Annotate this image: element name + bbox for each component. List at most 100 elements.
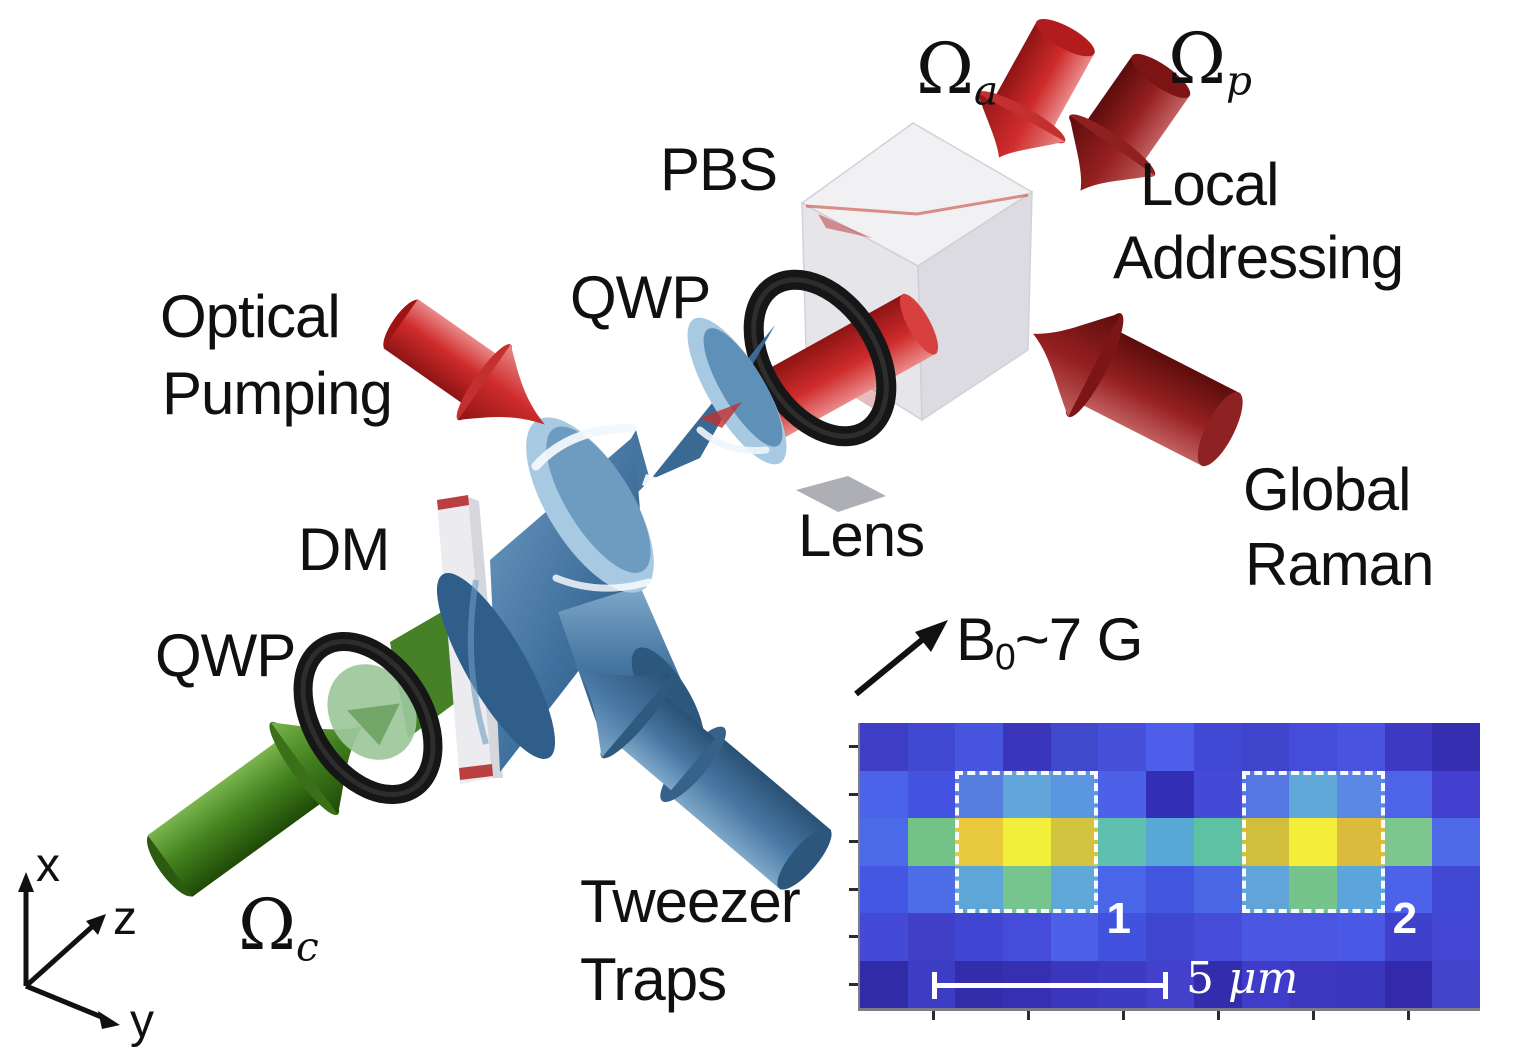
inset-left-tick-4 bbox=[849, 887, 858, 891]
heatmap-cell-r1-c2 bbox=[907, 723, 956, 771]
heatmap-cell-r3-c12 bbox=[1384, 818, 1433, 866]
heatmap-cell-r4-c7 bbox=[1146, 865, 1194, 913]
heatmap-cell-r5-c12 bbox=[1384, 913, 1433, 961]
heatmap-cell-r3-c3 bbox=[955, 818, 1004, 866]
dm-label: DM bbox=[298, 516, 390, 583]
inset-overlay: 5 μm 1 2 bbox=[849, 723, 1480, 1020]
heatmap-cell-r6-c1 bbox=[860, 960, 908, 1008]
inset-left-tick-6 bbox=[849, 982, 858, 986]
qwp-bottom-label: QWP bbox=[155, 622, 296, 689]
heatmap-cell-r1-c7 bbox=[1146, 723, 1194, 771]
tweezer-traps-label-line1: Tweezer bbox=[580, 868, 801, 935]
local-addressing-label-line2: Addressing bbox=[1113, 224, 1404, 291]
trap-region-box-1 bbox=[955, 770, 1099, 913]
heatmap-cell-r5-c1 bbox=[860, 913, 908, 961]
trap-region-label-2: 2 bbox=[1392, 894, 1418, 943]
heatmap-cell-r1-c13 bbox=[1432, 723, 1480, 771]
main-lens-highlight bbox=[531, 423, 637, 471]
trap-region-box-2 bbox=[1241, 770, 1385, 913]
heatmap-cell-r6-c12 bbox=[1384, 960, 1433, 1008]
inset-bottom-tick-4 bbox=[1217, 1011, 1220, 1020]
heatmap-cell-r2-c11 bbox=[1336, 770, 1385, 818]
heatmap-cell-r4-c2 bbox=[907, 865, 956, 913]
heatmap-cell-r4-c6 bbox=[1098, 865, 1147, 913]
heatmap-cell-r5-c5 bbox=[1050, 913, 1099, 961]
global-raman-label-line1: Global bbox=[1243, 456, 1411, 523]
fluorescence-inset: 5 μm 1 2 bbox=[849, 723, 1480, 1020]
heatmap-cell-r3-c2 bbox=[907, 818, 956, 866]
heatmap-cell-r5-c13 bbox=[1432, 913, 1480, 961]
heatmap-cell-r1-c6 bbox=[1098, 723, 1147, 771]
heatmap-cell-r2-c9 bbox=[1241, 770, 1290, 818]
heatmap-cell-r1-c10 bbox=[1289, 723, 1337, 771]
heatmap-cell-r4-c9 bbox=[1241, 865, 1290, 913]
heatmap-cell-r3-c4 bbox=[1003, 818, 1051, 866]
heatmap-cell-r4-c13 bbox=[1432, 865, 1480, 913]
tweezer-traps-label-line2: Traps bbox=[580, 946, 727, 1013]
heatmap-cell-r3-c8 bbox=[1193, 818, 1242, 866]
heatmap-cell-r1-c9 bbox=[1241, 723, 1290, 771]
omega-a-label: Ωa bbox=[916, 28, 999, 115]
waveplate-glass bbox=[327, 664, 417, 760]
heatmap-cell-r4-c8 bbox=[1193, 865, 1242, 913]
heatmap-cell-r4-c3 bbox=[955, 865, 1004, 913]
heatmap-cell-r4-c1 bbox=[860, 865, 908, 913]
heatmap-cell-r1-c4 bbox=[1003, 723, 1051, 771]
heatmap-cell-r2-c1 bbox=[860, 770, 908, 818]
trap-region-label-1: 1 bbox=[1106, 894, 1131, 943]
inset-bottom-tick-3 bbox=[1122, 1011, 1125, 1020]
heatmap-cell-r5-c6 bbox=[1098, 913, 1147, 961]
relay-lens-highlight bbox=[696, 426, 770, 455]
omega-p-beam-arrow bbox=[1069, 53, 1191, 191]
heatmap-cell-r3-c13 bbox=[1432, 818, 1480, 866]
b-field-label: B0~7 G bbox=[956, 606, 1143, 678]
mount-sliver bbox=[796, 476, 886, 512]
heatmap-cell-r1-c11 bbox=[1336, 723, 1385, 771]
heatmap-cell-r5-c10 bbox=[1289, 913, 1337, 961]
optical-pumping-beam-arrow bbox=[383, 299, 545, 425]
heatmap-cell-r2-c7 bbox=[1146, 770, 1194, 818]
heatmap-cell-r5-c3 bbox=[955, 913, 1004, 961]
heatmap-cell-r6-c13 bbox=[1432, 960, 1480, 1008]
heatmap-cell-r4-c5 bbox=[1050, 865, 1099, 913]
inset-left-tick-5 bbox=[849, 935, 858, 939]
heatmap-cell-r2-c5 bbox=[1050, 770, 1099, 818]
axis-z-label: z bbox=[113, 892, 137, 945]
qwp-ring-bottom bbox=[293, 631, 443, 805]
heatmap-cell-r5-c2 bbox=[907, 913, 956, 961]
global-raman-label-line2: Raman bbox=[1245, 531, 1434, 598]
heatmap-cell-r3-c7 bbox=[1146, 818, 1194, 866]
inset-left-tick-3 bbox=[849, 840, 858, 844]
omega-a-beam-arrow bbox=[977, 18, 1095, 158]
heatmap-cell-r2-c13 bbox=[1432, 770, 1480, 818]
heatmap-cell-r5-c8 bbox=[1193, 913, 1242, 961]
heatmap-cell-r1-c12 bbox=[1384, 723, 1433, 771]
heatmap-cell-r1-c8 bbox=[1193, 723, 1242, 771]
heatmap-cell-r5-c9 bbox=[1241, 913, 1290, 961]
inset-bottom-tick-2 bbox=[1027, 1011, 1030, 1020]
scale-bar bbox=[932, 972, 1168, 999]
pbs-cube bbox=[800, 122, 1034, 422]
heatmap-cell-r4-c4 bbox=[1003, 865, 1051, 913]
relay-lens bbox=[687, 317, 787, 465]
main-lens-highlight-2 bbox=[552, 574, 653, 592]
omega-p-label: Ωp bbox=[1168, 18, 1253, 105]
heatmap-cell-r6-c11 bbox=[1336, 960, 1385, 1008]
coordinate-axes bbox=[18, 872, 120, 1029]
inset-left-tick-2 bbox=[849, 792, 858, 796]
qwp-ring-top bbox=[743, 269, 897, 447]
optical-pumping-label-line1: Optical bbox=[160, 283, 341, 350]
inset-bottom-tick-5 bbox=[1312, 1011, 1315, 1020]
heatmap-cell-r5-c4 bbox=[1003, 913, 1051, 961]
scale-bar-label: 5 μm bbox=[1186, 953, 1299, 1004]
heatmap-cell-r2-c12 bbox=[1384, 770, 1433, 818]
heatmap-cell-r2-c2 bbox=[907, 770, 956, 818]
main-lens bbox=[526, 417, 654, 593]
heatmap-cell-r1-c3 bbox=[955, 723, 1004, 771]
heatmap-cell-r5-c7 bbox=[1146, 913, 1194, 961]
heatmap-cell-r1-c5 bbox=[1050, 723, 1099, 771]
heatmap-cell-r3-c1 bbox=[860, 818, 908, 866]
heatmap-cell-r5-c11 bbox=[1336, 913, 1385, 961]
